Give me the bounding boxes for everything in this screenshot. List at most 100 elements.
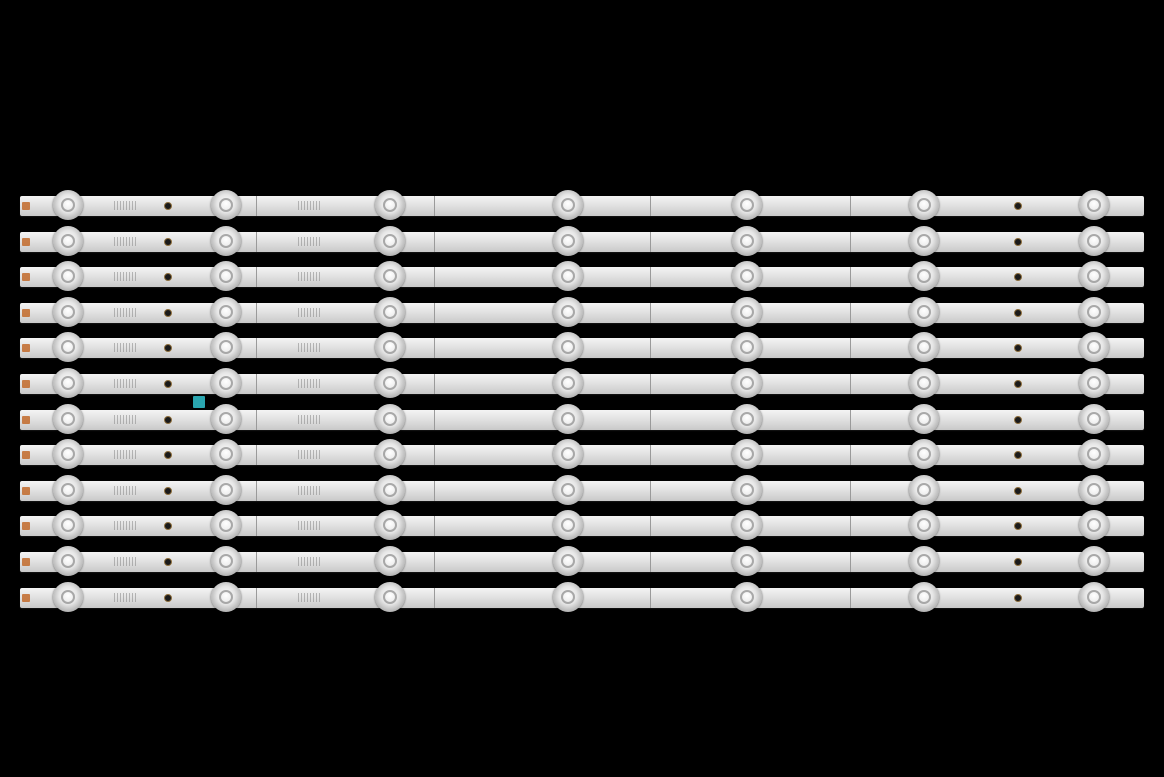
mounting-hole [1014, 273, 1022, 281]
mounting-hole [1014, 344, 1022, 352]
mounting-hole [164, 522, 172, 530]
led-lens [553, 439, 583, 469]
led-lens [732, 332, 762, 362]
strip-segment-line [850, 196, 851, 216]
strip-segment-line [650, 410, 651, 430]
led-strip [20, 475, 1144, 505]
led-lens [1079, 190, 1109, 220]
led-lens [1079, 439, 1109, 469]
strip-segment-line [434, 588, 435, 608]
led-lens [732, 439, 762, 469]
led-lens [909, 368, 939, 398]
strip-print-marks [114, 415, 138, 424]
strip-segment-line [256, 338, 257, 358]
led-strip [20, 546, 1144, 576]
strip-connector [22, 309, 30, 317]
strip-segment-line [850, 445, 851, 465]
led-lens [732, 475, 762, 505]
led-lens [53, 582, 83, 612]
strip-print-marks [298, 521, 322, 530]
strip-segment-line [434, 445, 435, 465]
led-lens [1079, 475, 1109, 505]
strip-print-marks [114, 450, 138, 459]
led-lens [553, 332, 583, 362]
led-lens [909, 582, 939, 612]
led-lens [732, 368, 762, 398]
mounting-hole [164, 380, 172, 388]
led-lens [53, 475, 83, 505]
led-lens [732, 510, 762, 540]
mounting-hole [1014, 594, 1022, 602]
strip-segment-line [850, 481, 851, 501]
strip-segment-line [650, 338, 651, 358]
led-strip [20, 368, 1144, 398]
strip-connector [22, 202, 30, 210]
led-lens [909, 475, 939, 505]
led-lens [732, 261, 762, 291]
strip-print-marks [298, 237, 322, 246]
led-lens [375, 368, 405, 398]
led-lens [211, 475, 241, 505]
led-lens [53, 297, 83, 327]
led-lens [909, 261, 939, 291]
led-lens [909, 510, 939, 540]
led-lens [553, 546, 583, 576]
strip-segment-line [434, 303, 435, 323]
mounting-hole [164, 273, 172, 281]
mounting-hole [164, 451, 172, 459]
led-lens [1079, 368, 1109, 398]
led-lens [909, 404, 939, 434]
led-lens [375, 190, 405, 220]
led-lens [1079, 226, 1109, 256]
strip-segment-line [434, 338, 435, 358]
mounting-hole [164, 558, 172, 566]
led-lens [211, 510, 241, 540]
strip-connector [22, 344, 30, 352]
led-lens [211, 368, 241, 398]
led-strip [20, 404, 1144, 434]
strip-print-marks [114, 486, 138, 495]
led-lens [211, 332, 241, 362]
led-lens [53, 404, 83, 434]
mounting-hole [1014, 522, 1022, 530]
strip-connector [22, 594, 30, 602]
strip-print-marks [298, 379, 322, 388]
strip-connector [22, 451, 30, 459]
led-lens [375, 510, 405, 540]
led-lens [211, 261, 241, 291]
mounting-hole [164, 238, 172, 246]
strip-segment-line [850, 374, 851, 394]
strip-print-marks [114, 379, 138, 388]
strip-print-marks [114, 521, 138, 530]
led-lens [375, 332, 405, 362]
strip-connector [22, 238, 30, 246]
led-lens [732, 190, 762, 220]
led-lens [375, 226, 405, 256]
led-strip [20, 332, 1144, 362]
mounting-hole [164, 487, 172, 495]
strip-segment-line [434, 267, 435, 287]
strip-print-marks [114, 308, 138, 317]
led-lens [211, 226, 241, 256]
led-lens [375, 582, 405, 612]
strip-segment-line [434, 516, 435, 536]
teal-label-tag [193, 396, 205, 408]
led-lens [53, 261, 83, 291]
strip-connector [22, 380, 30, 388]
led-lens [909, 332, 939, 362]
mounting-hole [164, 309, 172, 317]
strip-segment-line [850, 588, 851, 608]
led-lens [211, 297, 241, 327]
strip-segment-line [850, 232, 851, 252]
mounting-hole [1014, 451, 1022, 459]
led-lens [732, 297, 762, 327]
mounting-hole [164, 344, 172, 352]
strip-segment-line [256, 516, 257, 536]
strip-segment-line [434, 196, 435, 216]
led-lens [375, 404, 405, 434]
strip-segment-line [650, 267, 651, 287]
led-lens [211, 439, 241, 469]
strip-print-marks [114, 593, 138, 602]
led-lens [211, 546, 241, 576]
led-lens [553, 582, 583, 612]
